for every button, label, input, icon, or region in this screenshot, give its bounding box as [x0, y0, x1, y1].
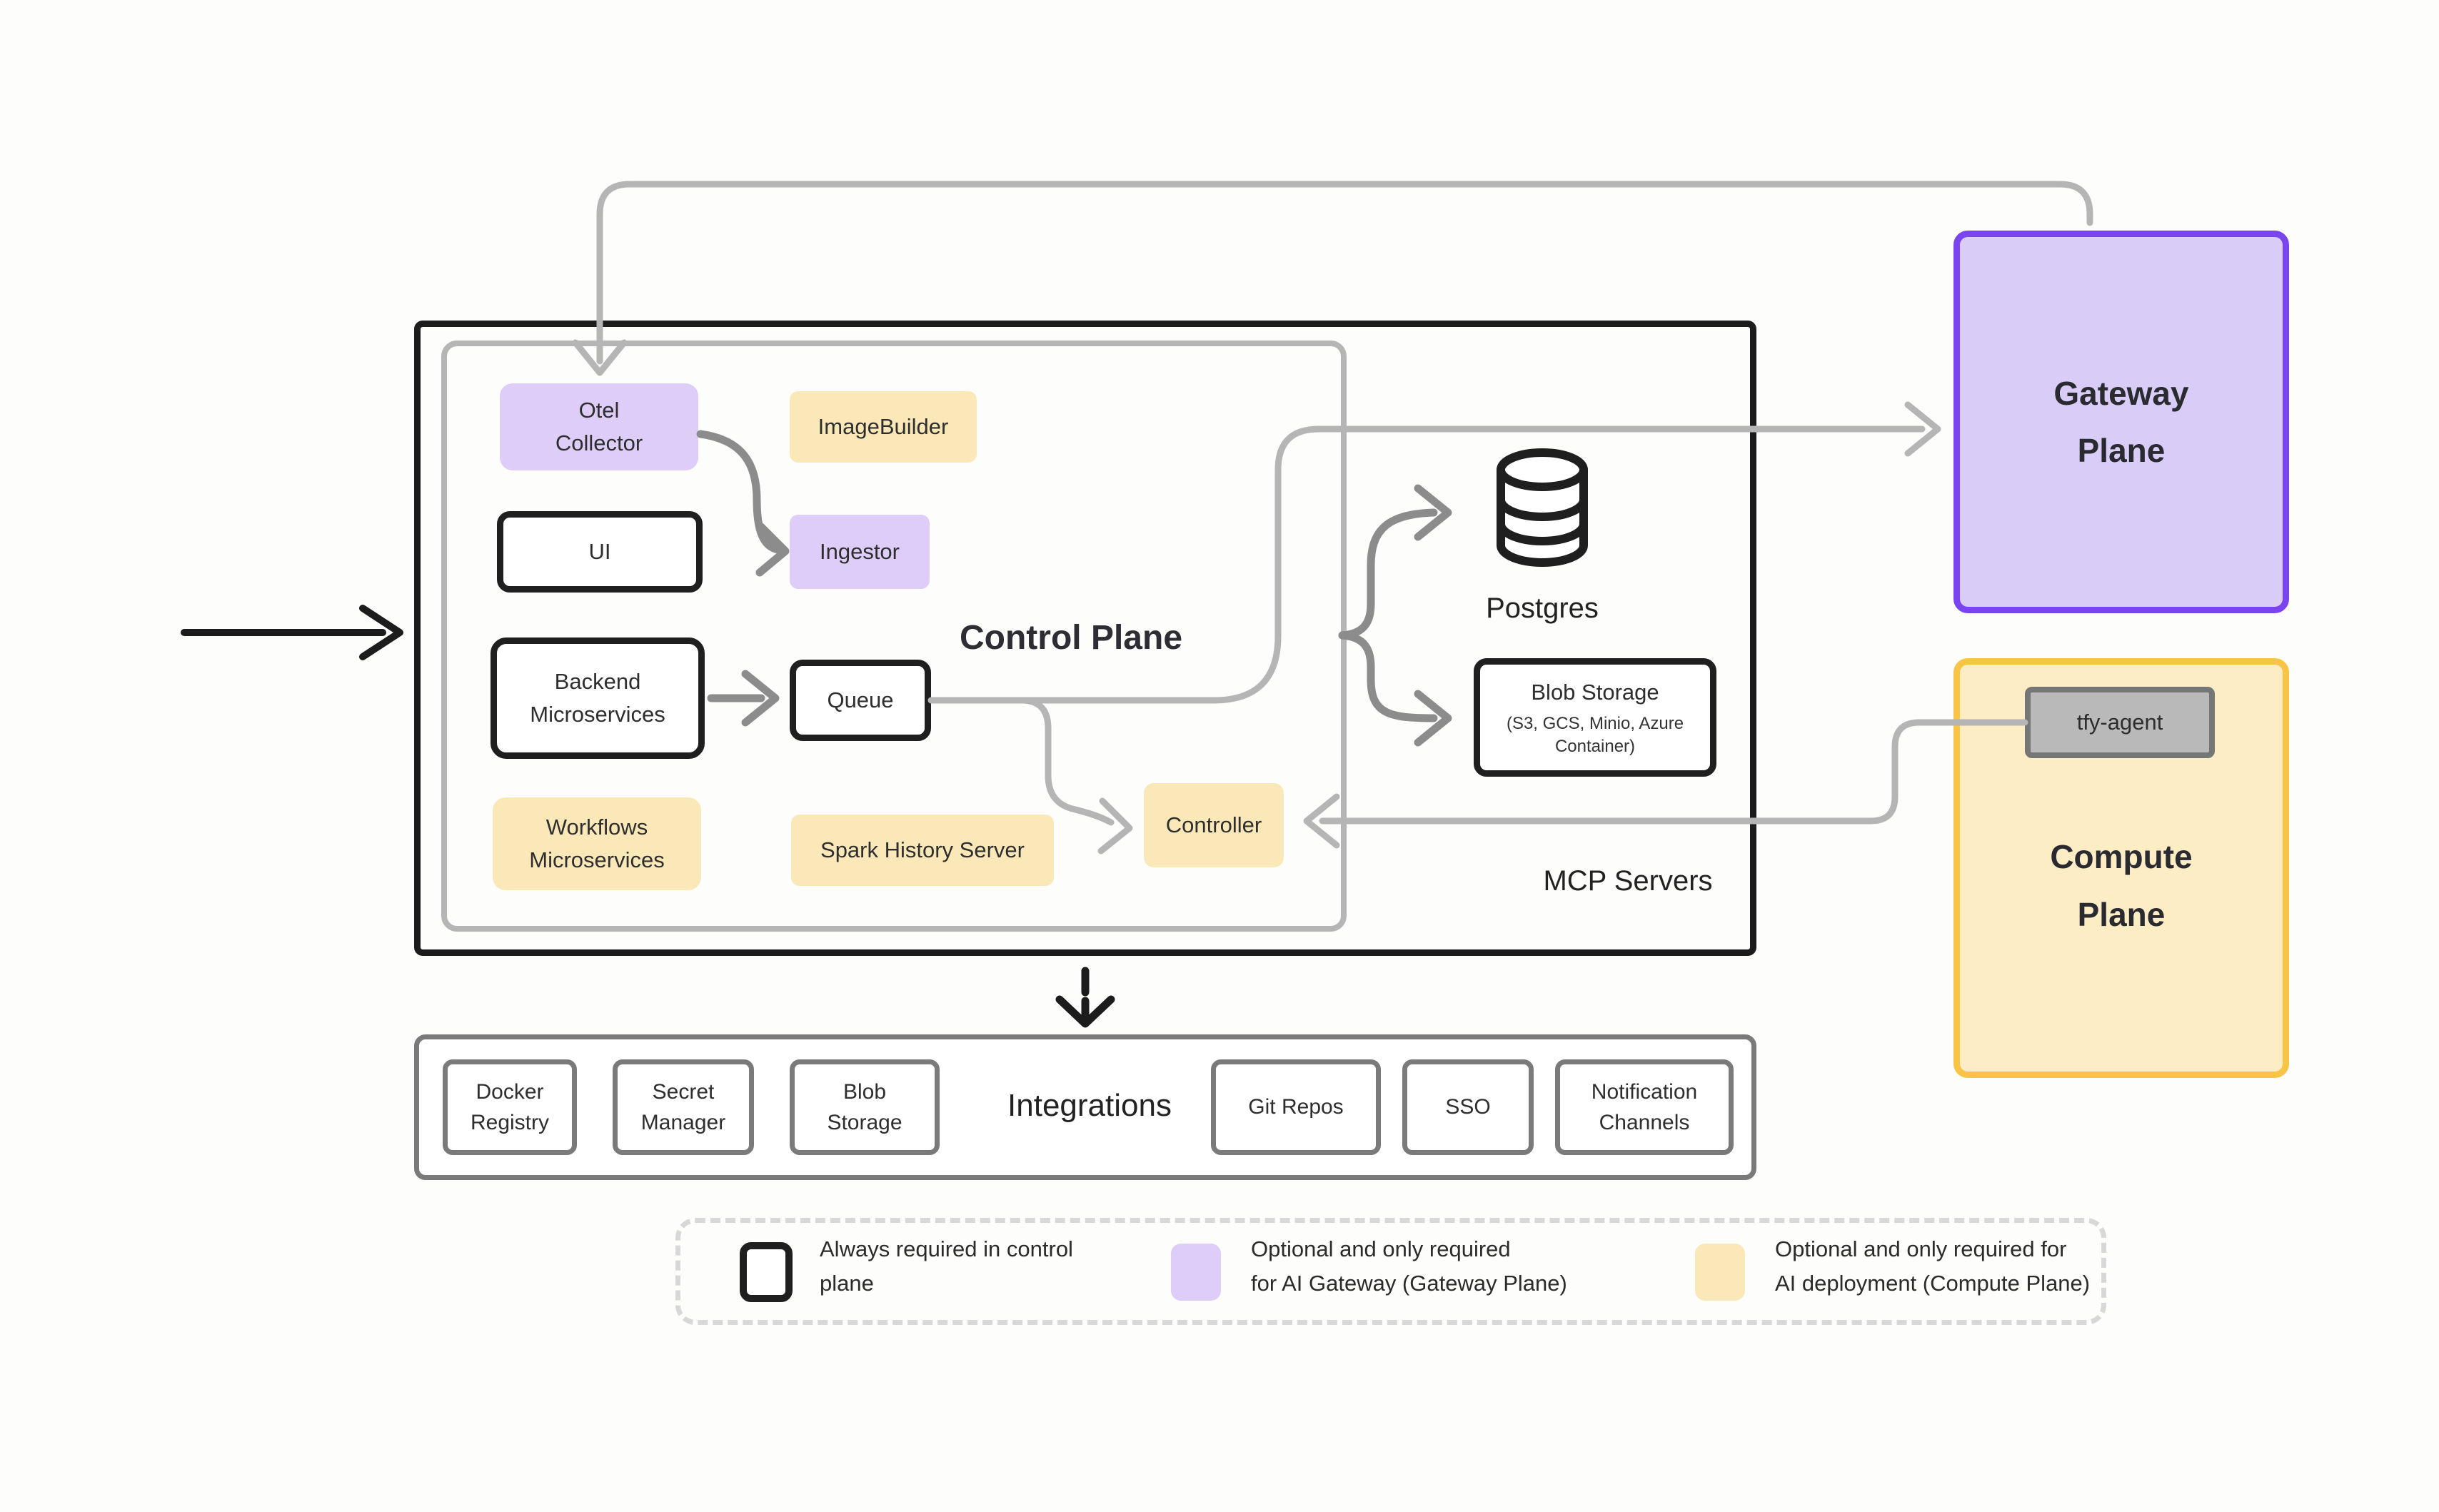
node-label: ImageBuilder	[818, 413, 949, 439]
node-label: tfy-agent	[2076, 709, 2163, 735]
legend-line: AI deployment (Compute Plane)	[1775, 1271, 2091, 1296]
node-label: UI	[588, 538, 611, 564]
node-workflows-microservices: Workflows Microservices	[493, 797, 701, 890]
node-label: Blob Storage	[1531, 680, 1659, 705]
chevron-right-icon	[1904, 401, 1941, 457]
legend-swatch-compute-optional	[1695, 1244, 1745, 1301]
integration-label: Notification Channels	[1591, 1079, 1698, 1135]
integration-label: Docker Registry	[470, 1079, 550, 1135]
database-cylinder-icon	[1497, 448, 1588, 567]
control-to-integrations-arrow	[1055, 967, 1115, 1028]
integration-git-repos: Git Repos	[1211, 1059, 1381, 1155]
node-label: Ingestor	[819, 538, 900, 564]
node-label: Otel Collector	[555, 397, 643, 456]
node-otel-collector: Otel Collector	[500, 383, 698, 470]
legend-line: Optional and only required for	[1775, 1236, 2067, 1261]
legend-box	[675, 1218, 2106, 1325]
node-label: Controller	[1165, 812, 1262, 837]
node-label: Queue	[827, 687, 894, 712]
postgres-label: Postgres	[1486, 593, 1599, 624]
legend-line: Always required in control	[820, 1236, 1073, 1261]
legend-item-required: Always required in control plane	[820, 1232, 1162, 1301]
integration-sso: SSO	[1402, 1059, 1534, 1155]
chevron-down-icon	[1055, 995, 1115, 1028]
legend-swatch-gateway-optional	[1171, 1244, 1221, 1301]
node-queue: Queue	[790, 660, 931, 741]
integration-label: Git Repos	[1248, 1095, 1344, 1119]
gateway-plane-box: Gateway Plane	[1953, 231, 2289, 613]
node-label: Backend Microservices	[530, 668, 665, 727]
node-tfy-agent: tfy-agent	[2025, 687, 2215, 758]
integrations-title: Integrations	[1007, 1088, 1172, 1123]
legend-item-gateway-optional: Optional and only required for AI Gatewa…	[1251, 1232, 1608, 1301]
node-ingestor: Ingestor	[790, 515, 930, 589]
legend-line: for AI Gateway (Gateway Plane)	[1251, 1271, 1567, 1296]
node-backend-microservices: Backend Microservices	[491, 637, 705, 759]
gateway-plane-title: Gateway Plane	[2053, 374, 2189, 470]
integration-blob-storage: Blob Storage	[790, 1059, 940, 1155]
node-controller: Controller	[1144, 783, 1284, 867]
integration-notification-channels: Notification Channels	[1555, 1059, 1734, 1155]
legend-line: Optional and only required	[1251, 1236, 1511, 1261]
integration-label: Secret Manager	[640, 1079, 726, 1135]
incoming-arrow	[181, 605, 403, 660]
compute-plane-title: Compute Plane	[2050, 838, 2193, 933]
integration-label: SSO	[1445, 1095, 1491, 1119]
integration-docker-registry: Docker Registry	[443, 1059, 577, 1155]
node-blob-storage: Blob Storage (S3, GCS, Minio, Azure Cont…	[1474, 658, 1716, 777]
node-sublabel: (S3, GCS, Minio, Azure Container)	[1506, 713, 1684, 757]
legend-item-compute-optional: Optional and only required for AI deploy…	[1775, 1232, 2132, 1301]
node-imagebuilder: ImageBuilder	[790, 391, 977, 463]
node-label: Workflows Microservices	[529, 814, 665, 873]
legend-line: plane	[820, 1271, 874, 1296]
mcp-servers-label: MCP Servers	[1543, 865, 1713, 897]
node-spark-history-server: Spark History Server	[791, 815, 1054, 886]
chevron-right-icon	[359, 605, 403, 660]
legend-swatch-required	[740, 1242, 793, 1302]
integration-label: Blob Storage	[827, 1079, 902, 1135]
control-plane-title: Control Plane	[959, 619, 1183, 657]
node-label: Spark History Server	[820, 837, 1025, 862]
integration-secret-manager: Secret Manager	[613, 1059, 754, 1155]
node-ui: UI	[497, 511, 703, 593]
